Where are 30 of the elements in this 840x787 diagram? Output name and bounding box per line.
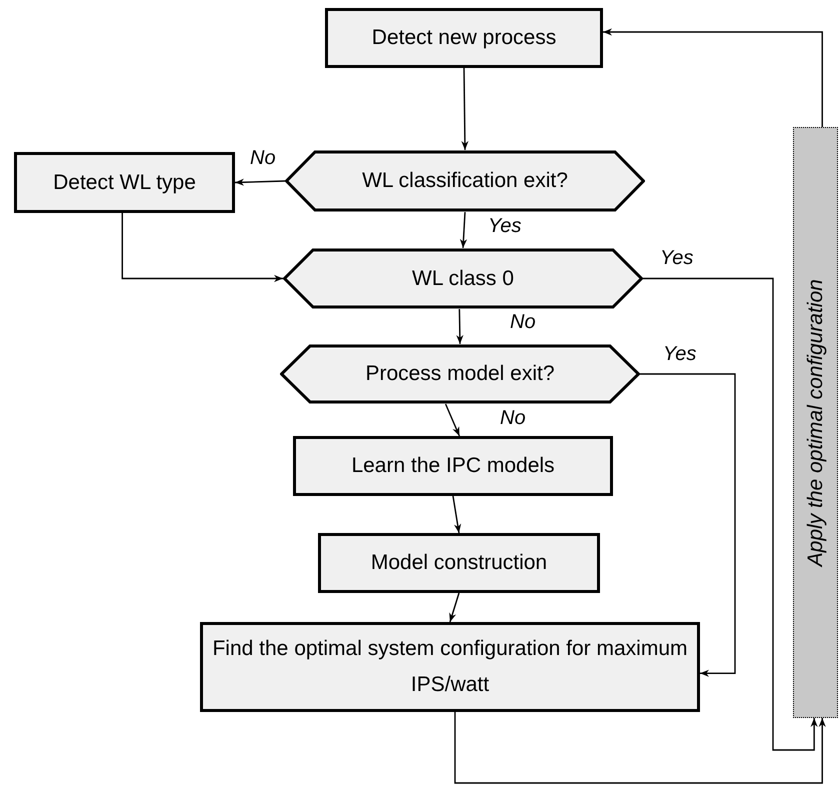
decision-label: Process model exit? (365, 361, 555, 388)
arrow (449, 592, 460, 622)
process-box (293, 436, 613, 496)
process-label: Detect WL type (53, 170, 196, 196)
process-label: Find the optimal system configuration for maximum IPS/watt (211, 636, 688, 698)
arrow (452, 496, 462, 534)
process-label: Learn the IPC models (351, 453, 555, 479)
process-label: Model construction (370, 550, 548, 576)
process-box (14, 152, 235, 213)
arrow (234, 178, 286, 186)
action-band (793, 127, 838, 718)
decision-hexagon (285, 150, 645, 212)
arrow (603, 28, 823, 127)
arrow (460, 212, 468, 248)
arrow (444, 404, 460, 436)
decision-label: WL classification exit? (362, 168, 568, 194)
process-label: Detect new process (372, 25, 556, 51)
decision-hexagon (283, 248, 643, 309)
arrow (454, 712, 826, 784)
band-label: Apply the optimal configuration (802, 278, 828, 566)
arrow (643, 278, 818, 751)
arrow (122, 213, 283, 282)
process-box (325, 8, 603, 68)
arrow (461, 68, 468, 150)
arrow (640, 373, 736, 677)
arrow (456, 308, 464, 344)
decision-label: WL class 0 (412, 266, 514, 292)
process-box (318, 533, 600, 593)
decision-hexagon (280, 344, 640, 404)
process-box (200, 622, 700, 712)
